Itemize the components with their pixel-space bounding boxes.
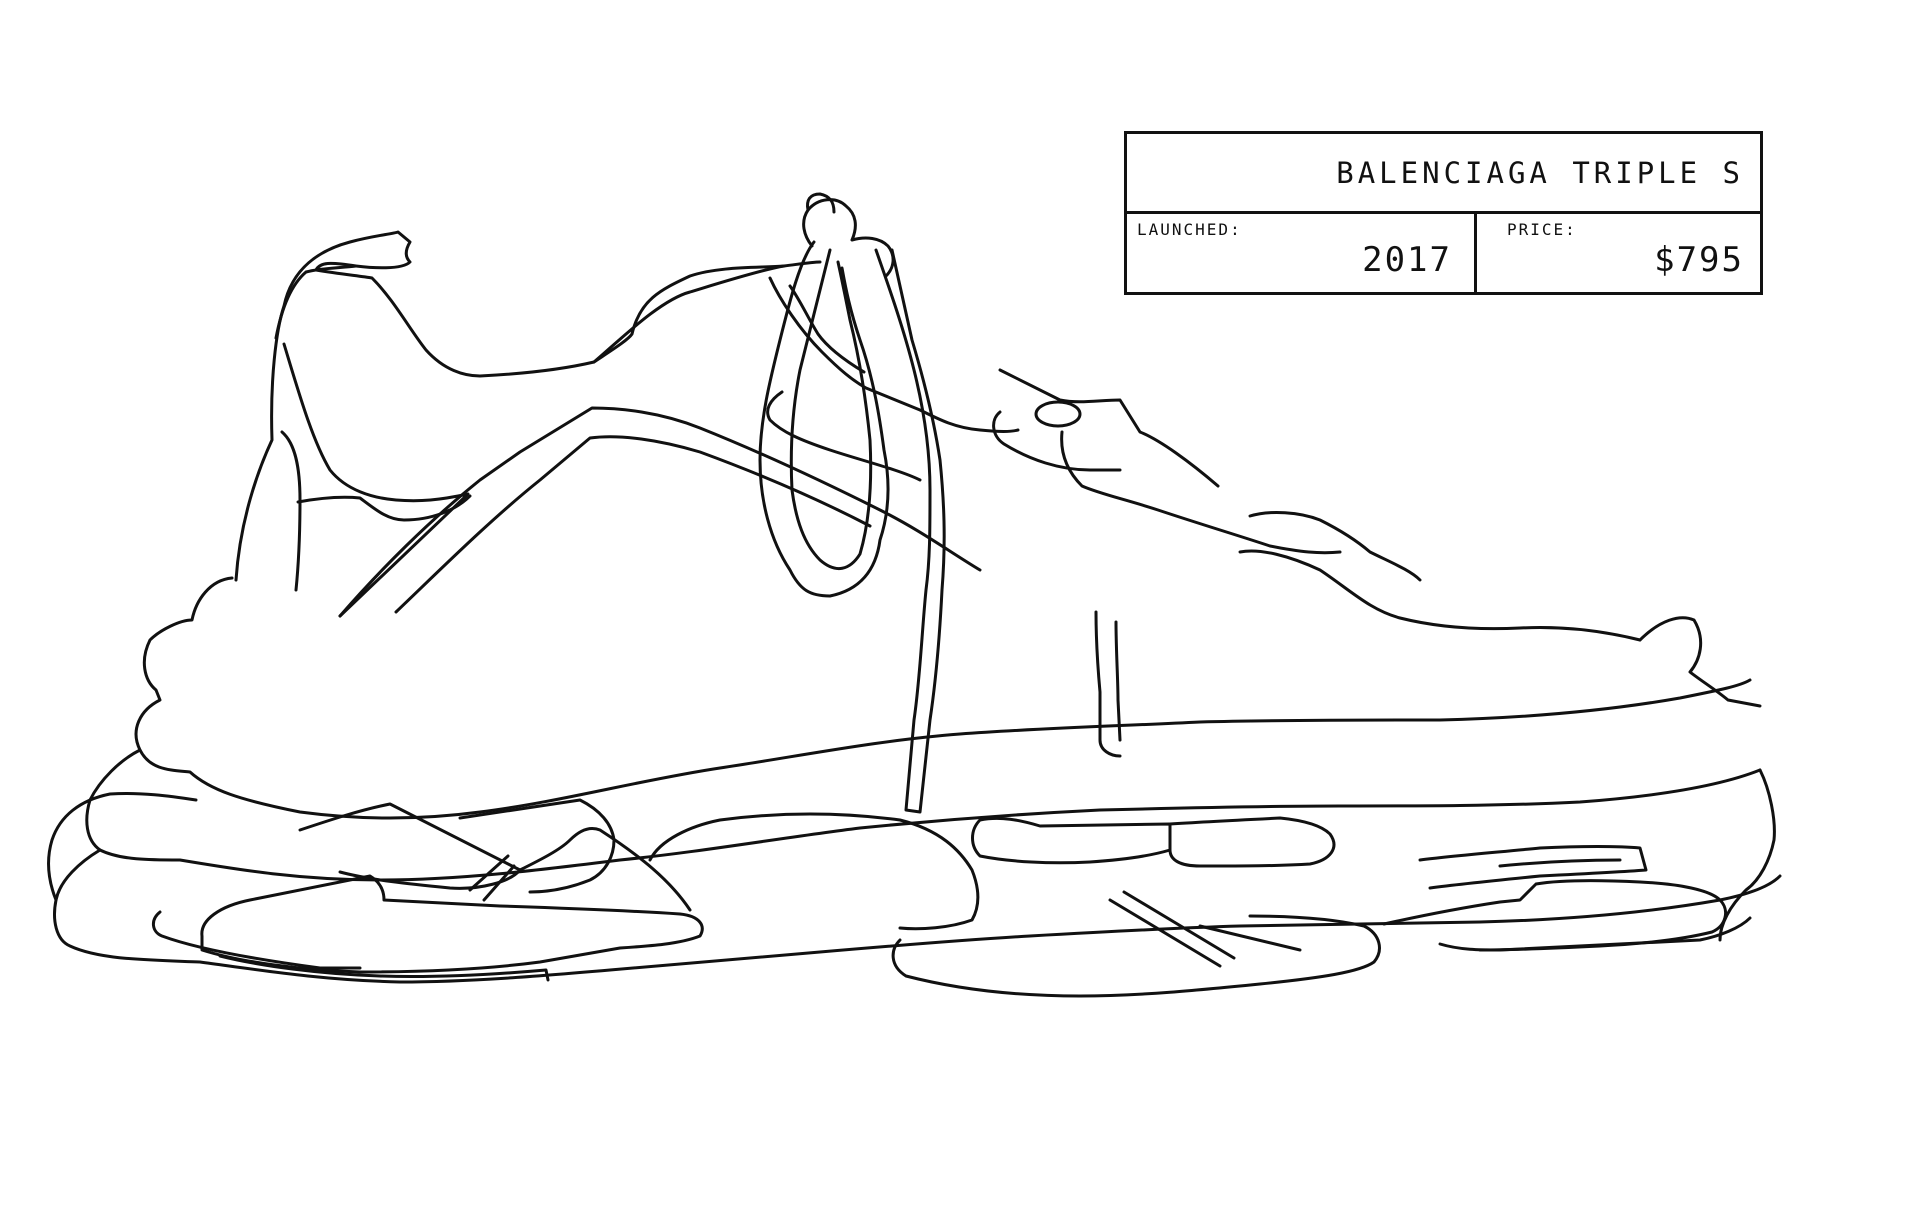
lace-loop-left: [758, 240, 890, 598]
midsole-third-layer: [53, 848, 1782, 984]
outsole-toe-tip: [1718, 768, 1776, 942]
mid-panel-line: [338, 406, 982, 618]
midsole-forefoot-band: [1418, 845, 1648, 890]
vamp-side-overlay: [1094, 610, 1122, 758]
lace-knot: [802, 198, 895, 278]
lace-strand-down: [874, 248, 946, 814]
price-value: $795: [1654, 240, 1744, 280]
vamp-outline: [592, 260, 822, 364]
outsole-heel-pod: [200, 874, 704, 974]
toe-box-line: [1238, 549, 1642, 642]
heel-tab-inner: [274, 264, 358, 340]
outsole-toe-pod: [1382, 879, 1728, 952]
tongue-flap: [766, 390, 922, 482]
product-title-row: BALENCIAGA TRIPLE S: [1127, 134, 1760, 214]
product-name: BALENCIAGA TRIPLE S: [1336, 156, 1744, 190]
launched-value: 2017: [1362, 240, 1452, 280]
midsole-bottom-pod-heel: [152, 910, 362, 970]
heel-panel: [282, 342, 470, 618]
heel-inner-seam: [280, 430, 302, 592]
midsole-mid-pod: [971, 816, 1172, 865]
lace-knot-top: [806, 192, 836, 214]
heel-wedge-accent: [298, 802, 522, 890]
outsole-toe-lower: [1438, 916, 1752, 952]
tongue-eyelet-panel: [992, 410, 1122, 472]
midsole-mid-pod-2: [1168, 816, 1336, 868]
heel-collar-outline: [234, 230, 786, 582]
price-label: PRICE:: [1507, 220, 1577, 239]
outsole-mid-slits: [1108, 890, 1302, 968]
lace-loop-inner: [789, 248, 873, 570]
heel-counter-line: [296, 494, 472, 522]
eyestay-inner: [788, 284, 866, 374]
midsole-side-scoop: [458, 798, 616, 894]
product-info-card: BALENCIAGA TRIPLE S LAUNCHED: 2017 PRICE…: [1124, 131, 1763, 295]
midsole-heel-bumper: [47, 791, 198, 902]
heel-wedge-right: [518, 826, 692, 912]
midsole-forefoot-band-2: [1498, 858, 1622, 868]
toe-cap-top: [998, 368, 1220, 488]
launched-cell: LAUNCHED: 2017: [1127, 214, 1477, 292]
toe-tip: [1638, 616, 1762, 708]
eyestay-outline: [768, 276, 1020, 433]
price-cell: PRICE: $795: [1477, 214, 1760, 292]
midsole-forefoot-scoop: [648, 812, 980, 931]
vamp-side-overlay-inner: [1114, 620, 1122, 742]
toe-overlay-upper: [1060, 430, 1342, 555]
heel-wedge-slits: [468, 854, 516, 902]
outsole-mid-pod: [891, 914, 1381, 998]
lace-aglet: [1034, 400, 1082, 428]
midsole-top-layer: [134, 576, 1752, 820]
launched-label: LAUNCHED:: [1137, 220, 1242, 239]
outsole-heel-lower: [218, 954, 550, 982]
toe-overlay-inner: [1248, 511, 1422, 582]
midsole-second-layer: [85, 748, 1762, 882]
